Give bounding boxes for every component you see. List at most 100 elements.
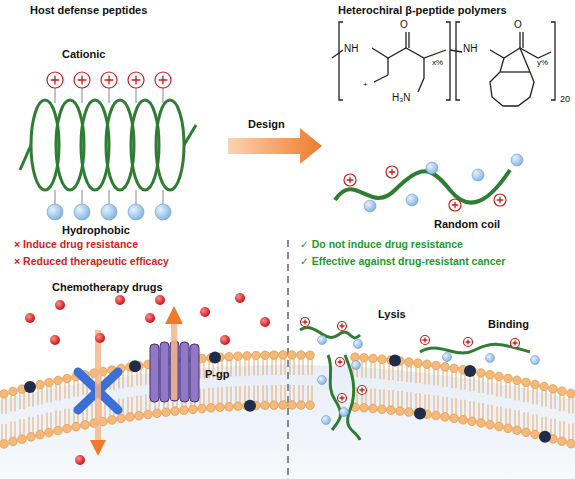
- stalk: [109, 190, 110, 205]
- lipid-head: [486, 420, 495, 429]
- lipid-tail: [506, 382, 510, 398]
- lipid-tail: [137, 370, 141, 386]
- stalk: [136, 88, 137, 103]
- cation-bead: [336, 358, 345, 367]
- lipid-head: [477, 419, 486, 428]
- lipid-tail: [497, 406, 501, 422]
- lipid-tail: [452, 398, 456, 414]
- lipid-tail: [290, 359, 294, 375]
- hydrophobic-bead: [74, 204, 90, 220]
- lipid-tail: [2, 398, 6, 414]
- lipid-tail: [524, 412, 528, 428]
- lipid-head: [216, 403, 225, 412]
- lipid-tail: [263, 359, 267, 375]
- lipid-head: [27, 433, 36, 442]
- lipid-head: [153, 409, 162, 418]
- lipid-tail: [515, 384, 519, 400]
- plus-symbol: [389, 169, 396, 176]
- lipid-head: [0, 390, 8, 399]
- lipid-head: [405, 408, 414, 417]
- drug-molecule: [25, 313, 35, 323]
- hydrophobic-bead: [364, 200, 376, 212]
- label: y%: [537, 58, 548, 67]
- lipid-head: [432, 361, 441, 370]
- cation-bead: [47, 72, 63, 88]
- lipid-tail: [263, 385, 267, 401]
- lipid-head: [504, 424, 513, 433]
- label: ✓ Effective against drug-resistant cance…: [300, 255, 505, 267]
- lipid-tail: [362, 362, 366, 378]
- lipid-tail: [398, 365, 402, 381]
- lipid-head: [441, 413, 450, 422]
- hydrophobic-bead: [155, 204, 171, 220]
- stalk: [163, 190, 164, 205]
- lipid-tail: [479, 403, 483, 419]
- lipid-tail: [137, 396, 141, 412]
- stalk: [163, 88, 164, 103]
- lipid-head: [378, 355, 387, 364]
- lipid-tail: [281, 359, 285, 375]
- lipid-tail: [2, 424, 6, 440]
- lipid-tail: [443, 397, 447, 413]
- lipid-tail: [128, 371, 132, 387]
- lipid-head: [162, 408, 171, 417]
- helix-end: [184, 125, 196, 145]
- label: x%: [432, 58, 443, 67]
- cation-bead: [358, 386, 367, 395]
- lipid-tail: [470, 375, 474, 391]
- lipid-head: [0, 440, 8, 449]
- lipid-head: [558, 387, 567, 396]
- lipid-tail: [470, 401, 474, 417]
- plus-symbol: [340, 324, 345, 329]
- lipid-head: [306, 401, 315, 410]
- lipid-tail: [56, 411, 60, 427]
- cation-bead: [386, 166, 398, 178]
- hydrophobic-bead: [354, 340, 363, 349]
- cation-bead: [338, 394, 347, 403]
- lipid-head: [513, 376, 522, 385]
- hydrophobic-bead: [511, 154, 523, 166]
- label: Host defense peptides: [30, 4, 147, 17]
- lipid-head: [369, 354, 378, 363]
- plus-symbol: [347, 177, 354, 184]
- lipid-head: [54, 376, 63, 385]
- label: P-gp: [205, 368, 229, 381]
- cation-bead: [74, 72, 90, 88]
- lipid-head: [207, 404, 216, 413]
- cation-bead: [494, 194, 506, 206]
- lipid-tail: [425, 394, 429, 410]
- lipid-tail: [128, 397, 132, 413]
- label: Lysis: [378, 308, 406, 321]
- lipid-tail: [479, 377, 483, 393]
- drug-molecule: [55, 300, 65, 310]
- lipid-head: [396, 407, 405, 416]
- label: 20: [560, 94, 570, 104]
- label: Heterochiral β-peptide polymers: [338, 4, 507, 17]
- lipid-head: [477, 369, 486, 378]
- lipid-tail: [254, 385, 258, 401]
- lipid-head: [360, 353, 369, 362]
- lipid-tail: [200, 389, 204, 405]
- lipid-tail: [407, 392, 411, 408]
- lipid-tail: [38, 415, 42, 431]
- plus-symbol: [360, 388, 365, 393]
- cholesterol: [129, 360, 141, 372]
- lipid-head: [378, 405, 387, 414]
- lipid-head: [225, 352, 234, 361]
- lipid-head: [36, 430, 45, 439]
- cation-bead: [155, 72, 171, 88]
- lipid-head: [63, 424, 72, 433]
- lipid-head: [225, 402, 234, 411]
- cation-bead: [421, 336, 430, 345]
- lipid-tail: [299, 359, 303, 375]
- lipid-head: [549, 385, 558, 394]
- lipid-tail: [506, 408, 510, 424]
- cation-bead: [128, 72, 144, 88]
- hydrophobic-bead: [128, 204, 144, 220]
- lipid-head: [432, 411, 441, 420]
- lipid-tail: [380, 363, 384, 379]
- lipid-tail: [236, 360, 240, 376]
- lipid-tail: [533, 414, 537, 430]
- lipid-head: [171, 407, 180, 416]
- lipid-tail: [11, 421, 15, 437]
